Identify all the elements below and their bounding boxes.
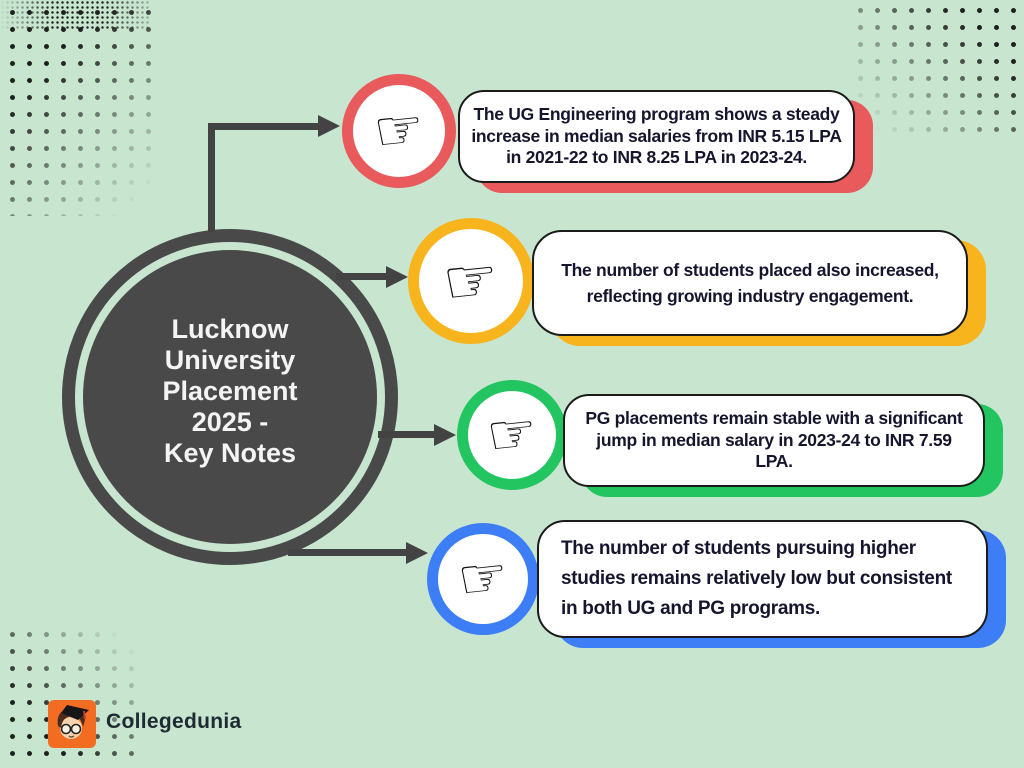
callout-1-box: The UG Engineering program shows a stead…: [458, 90, 855, 183]
page-title: Lucknow University Placement 2025 - Key …: [162, 314, 297, 469]
arrow-1-vertical-line: [208, 126, 215, 232]
callout-2-text: The number of students placed also incre…: [561, 260, 939, 306]
callout-1-text: The UG Engineering program shows a stead…: [471, 104, 842, 168]
collegedunia-logo: [48, 700, 96, 748]
callout-4-text: The number of students pursuing higher s…: [561, 538, 952, 619]
callout-3-text: PG placements remain stable with a signi…: [585, 408, 963, 472]
callout-4-box: The number of students pursuing higher s…: [537, 520, 988, 638]
pointing-hand-icon: ☞: [483, 399, 541, 470]
arrow-1-head-icon: [318, 115, 340, 137]
halftone-pattern: [0, 0, 150, 29]
callout-4-ring: ☞: [427, 523, 539, 635]
title-line: Key Notes: [163, 437, 297, 468]
arrow-2-line: [336, 273, 388, 280]
collegedunia-wordmark: Collegedunia: [106, 710, 242, 733]
center-circle: Lucknow University Placement 2025 - Key …: [83, 250, 377, 544]
arrow-3-line: [378, 431, 436, 438]
arrow-1-horizontal-line: [208, 123, 320, 130]
callout-2-box: The number of students placed also incre…: [532, 230, 968, 336]
pointing-hand-icon: ☞: [370, 95, 428, 166]
dot-pattern-top-right: [852, 2, 1020, 132]
title-line: University: [164, 344, 296, 375]
arrow-3-head-icon: [434, 424, 456, 446]
pointing-hand-icon: ☞: [454, 543, 512, 614]
callout-1-ring: ☞: [342, 74, 456, 188]
callout-2-ring: ☞: [408, 218, 534, 344]
title-line: 2025 -: [191, 406, 269, 437]
callout-3-ring: ☞: [457, 380, 567, 490]
title-line: Lucknow: [171, 313, 289, 344]
arrow-4-line: [288, 549, 408, 556]
arrow-4-head-icon: [406, 542, 428, 564]
callout-3-box: PG placements remain stable with a signi…: [563, 394, 985, 487]
pointing-hand-icon: ☞: [439, 241, 503, 320]
title-line: Placement: [162, 375, 298, 406]
dot-pattern-top-left: [4, 4, 152, 216]
collegedunia-mascot-icon: [48, 700, 96, 748]
arrow-2-head-icon: [386, 266, 408, 288]
